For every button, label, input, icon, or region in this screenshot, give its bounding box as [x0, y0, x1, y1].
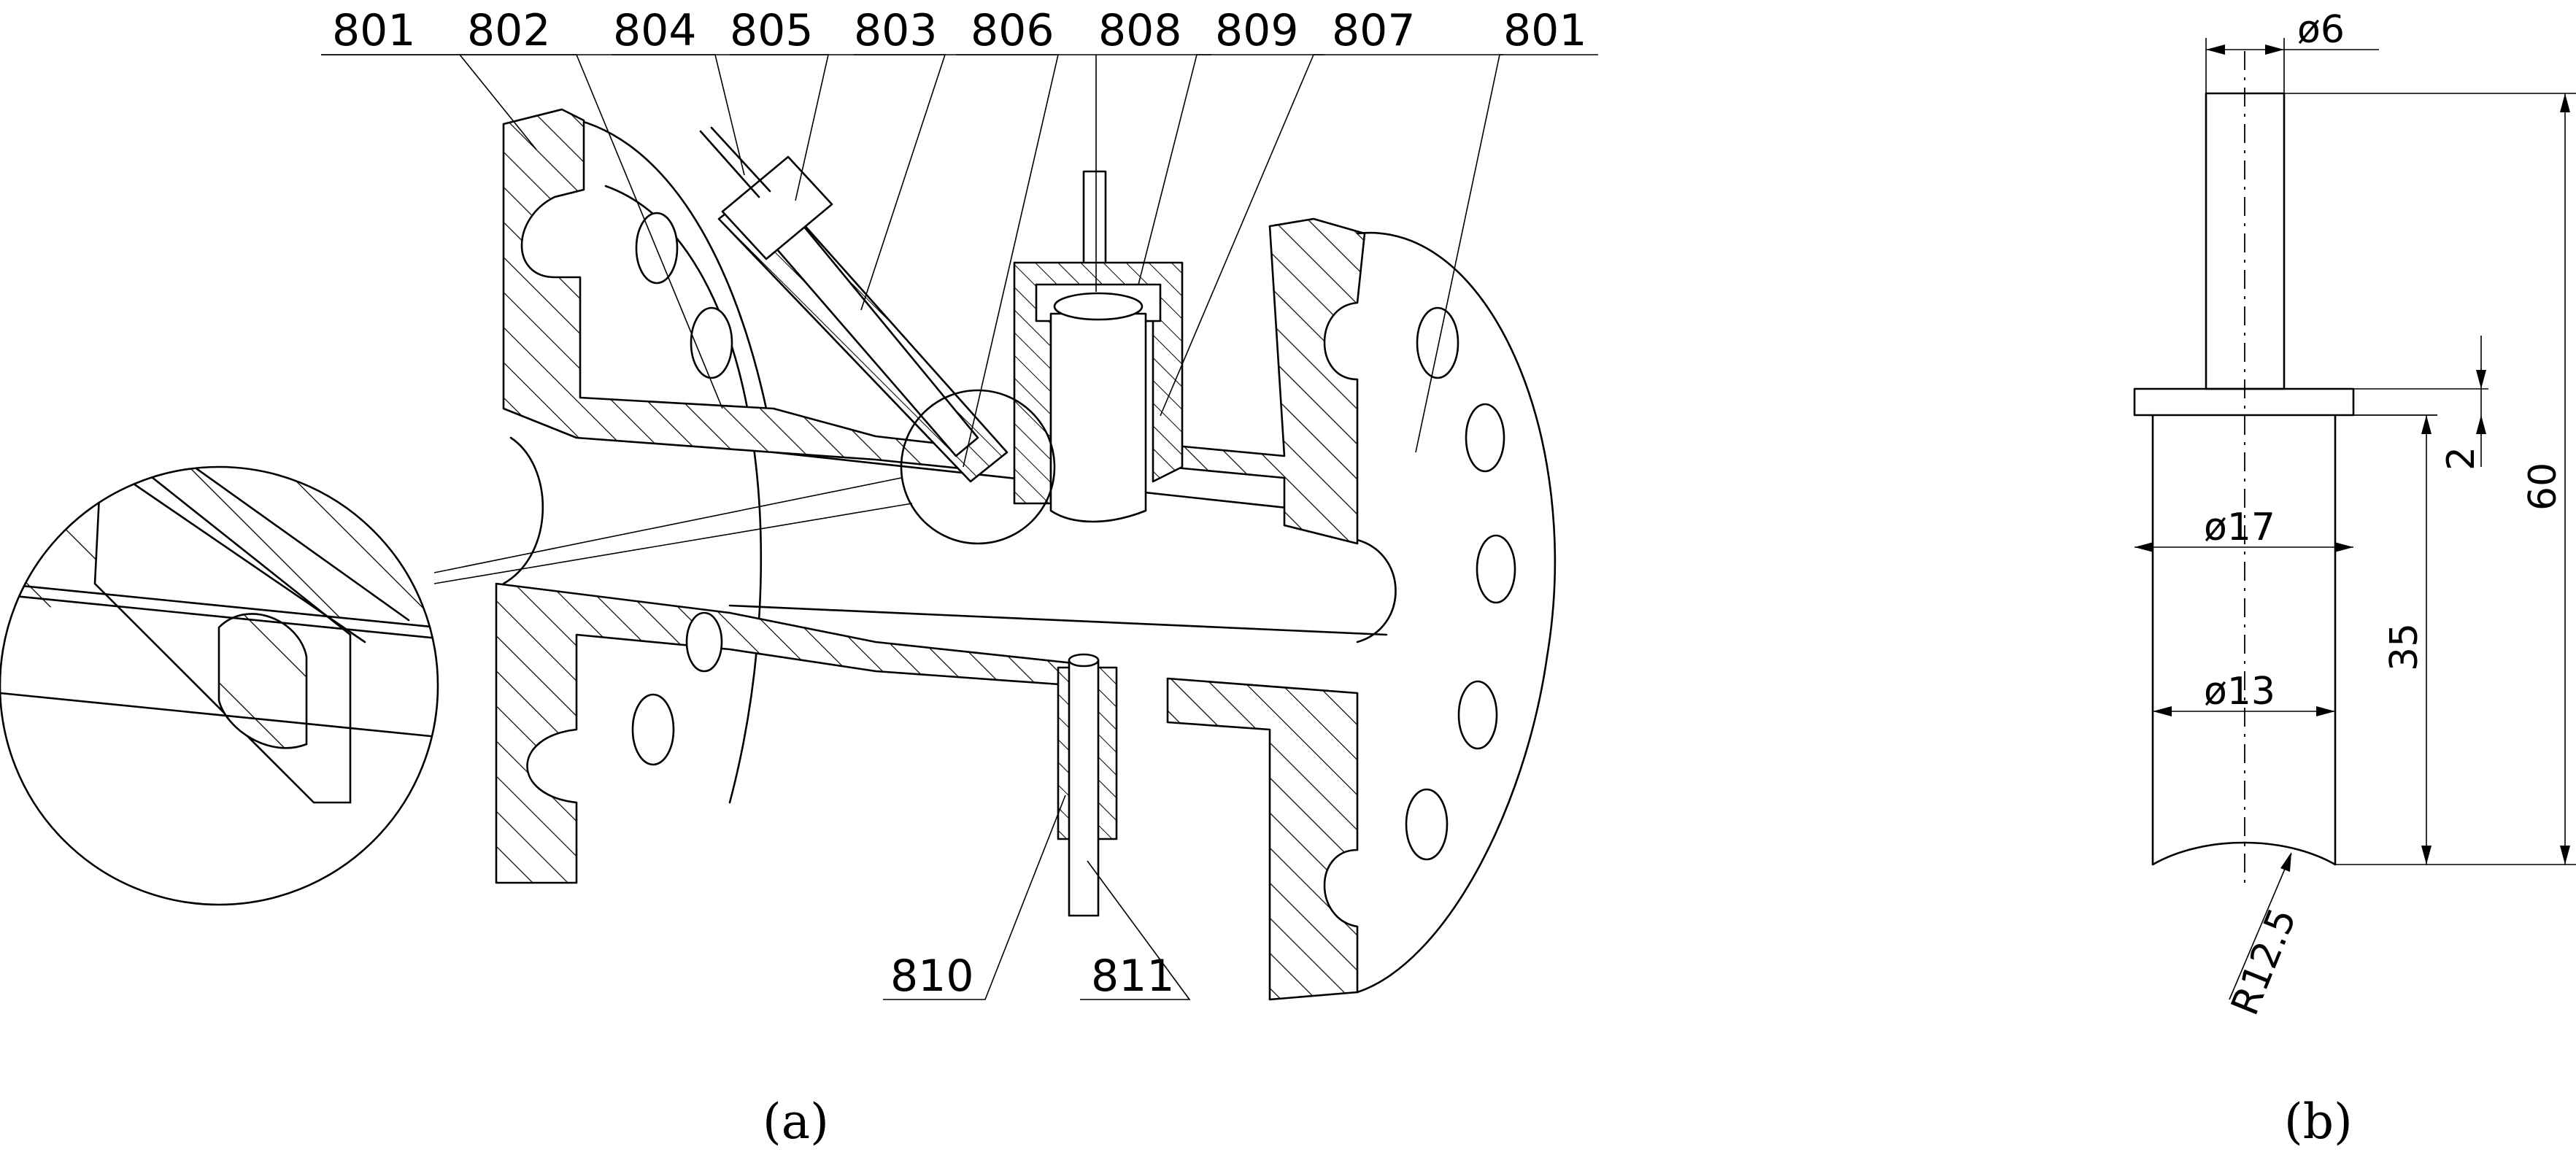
left-flange-lower-section	[495, 582, 1081, 884]
callout-label: 801	[332, 5, 416, 56]
dimension-label: 60	[2521, 463, 2565, 511]
dimension-label: R12.5	[2223, 902, 2305, 1021]
callout-label: 811	[1091, 951, 1175, 1002]
dimension-label: ø13	[2204, 670, 2275, 714]
callout-label: 807	[1332, 5, 1416, 56]
bolt-hole-icon	[1405, 788, 1449, 861]
inclined-probe	[699, 126, 1009, 483]
callout-leaders	[321, 54, 1598, 1000]
bolt-hole-icon	[685, 611, 723, 673]
callout-label: 806	[971, 5, 1054, 56]
right-flange-section	[1166, 217, 1366, 545]
right-flange-lower-section	[1166, 677, 1359, 1001]
callout-label: 805	[730, 5, 814, 56]
callout-label: 804	[613, 5, 697, 56]
bottom-probe	[1057, 653, 1118, 917]
bolt-hole-icon	[1457, 680, 1498, 750]
bolt-hole-icon	[690, 306, 733, 379]
panel-a-drawing: 801 802 804 805 803 806 808 809 807 801 …	[0, 5, 1598, 1150]
detail-circle	[900, 389, 1056, 545]
callout-label: 809	[1215, 5, 1299, 56]
zoomed-detail-view	[0, 465, 439, 906]
callout-label: 801	[1503, 5, 1587, 56]
callout-label: 810	[890, 951, 974, 1002]
callout-label: 808	[1098, 5, 1182, 56]
bolt-hole-icon	[1476, 534, 1516, 604]
vertical-probe	[1013, 170, 1184, 523]
panel-b-caption: (b)	[2284, 1094, 2353, 1150]
bolt-hole-icon	[1465, 403, 1505, 473]
dimension-label: ø6	[2297, 8, 2345, 52]
dimension-label: 2	[2440, 446, 2483, 471]
panel-a-caption: (a)	[763, 1094, 829, 1150]
bolt-hole-icon	[1416, 306, 1459, 379]
body-outline	[2151, 414, 2337, 866]
callout-label: 803	[854, 5, 938, 56]
bolt-hole-icon	[631, 693, 675, 766]
callout-label: 802	[467, 5, 551, 56]
flange-outline	[2133, 387, 2355, 417]
dimension-label: ø17	[2204, 506, 2275, 549]
dimension-label: 35	[2383, 623, 2426, 671]
panel-b-drawing: ø6 ø17 ø13 2 35 60 R12.5	[2133, 8, 2576, 1150]
